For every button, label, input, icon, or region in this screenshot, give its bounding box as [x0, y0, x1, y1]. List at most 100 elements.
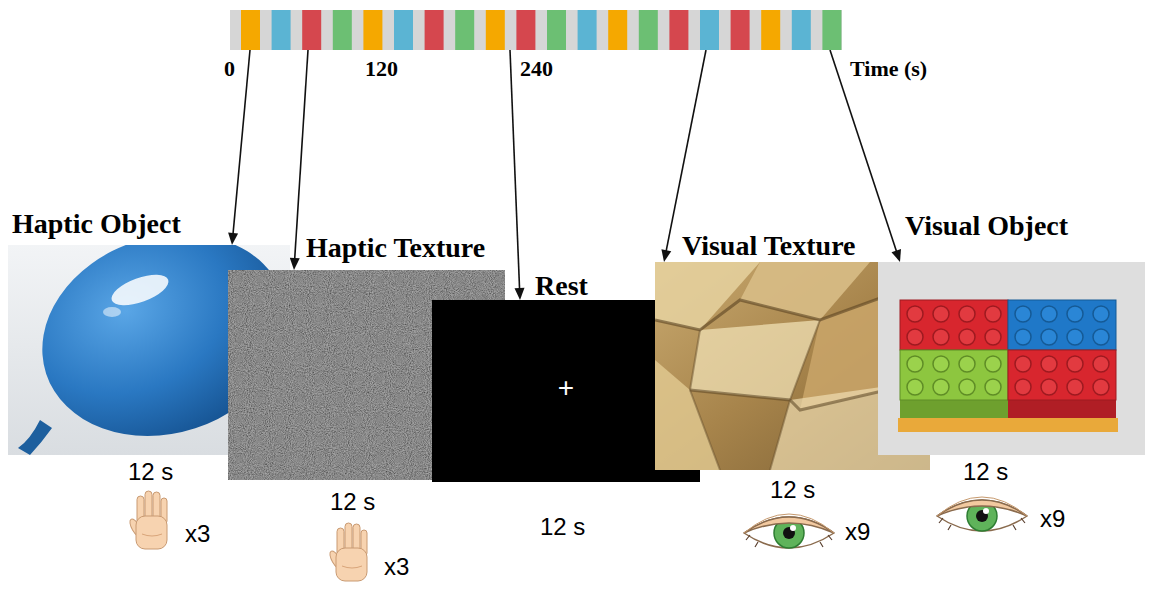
illustration-part [486, 10, 505, 50]
illustration-part [578, 10, 597, 50]
illustration-part [1015, 356, 1031, 372]
illustration-part [1041, 329, 1057, 345]
repeat-count: x9 [1040, 505, 1065, 533]
illustration-part [608, 10, 627, 50]
illustration-part [394, 10, 413, 50]
illustration-part [907, 379, 923, 395]
eye-icon [744, 514, 834, 548]
time-tick: 120 [365, 56, 398, 81]
timeline: 0120240Time (s) [230, 10, 842, 50]
illustration-part [900, 350, 1008, 400]
illustration-part [898, 418, 1118, 432]
illustration-part [230, 10, 842, 50]
repeat-count: x3 [185, 520, 210, 548]
illustration-part [959, 329, 975, 345]
condition-title: Rest [535, 270, 588, 302]
illustration-part [1093, 379, 1109, 395]
illustration-part [655, 360, 720, 470]
hand-icon [128, 491, 167, 549]
illustration-part [907, 329, 923, 345]
arrowhead [290, 258, 300, 270]
illustration-part [933, 306, 949, 322]
illustration-part [933, 329, 949, 345]
illustration-part [792, 10, 811, 50]
condition-title: Visual Object [905, 210, 1068, 242]
duration-label: 12 s [963, 458, 1008, 486]
repeat-count: x3 [384, 553, 409, 581]
illustration-part [907, 356, 1001, 395]
illustration-part [302, 10, 321, 50]
illustration-part [241, 10, 260, 50]
illustration-part [933, 356, 949, 372]
illustration-part [1008, 350, 1116, 400]
illustration-part [907, 356, 923, 372]
illustration-part [700, 10, 719, 50]
illustration-part [985, 379, 1001, 395]
illustration-part [1093, 329, 1109, 345]
illustration-part [690, 320, 820, 400]
illustration-part [985, 329, 1001, 345]
illustration-part [1041, 379, 1057, 395]
illustration-part [272, 10, 291, 50]
stimulus-panel: Visual Object12 sx9 [878, 262, 1145, 455]
illustration-part [18, 420, 52, 455]
illustration-part [455, 10, 474, 50]
illustration-part [1015, 379, 1031, 395]
illustration-part [1015, 306, 1031, 322]
hand-icon [328, 523, 367, 581]
fixation-cross: + [558, 372, 574, 404]
illustration-part [1015, 329, 1031, 345]
condition-title: Haptic Object [12, 208, 181, 240]
eye-icon [937, 497, 1027, 531]
stimulus-panel: Visual Texture12 sx9 [655, 262, 930, 470]
illustration-part [108, 268, 173, 311]
connector-line [666, 50, 706, 252]
illustration-part [1041, 356, 1057, 372]
stimulus-panel: Haptic Object12 sx3 [8, 245, 290, 455]
time-tick: 0 [224, 56, 235, 81]
axis-title: Time (s) [850, 56, 927, 81]
illustration-part [690, 330, 720, 470]
illustration-part [1067, 356, 1083, 372]
illustration-part [900, 400, 1008, 418]
arrow-connector [510, 50, 525, 300]
illustration-part [1067, 379, 1083, 395]
duration-label: 12 s [540, 513, 585, 541]
lego-photo [878, 262, 1145, 455]
illustration-part [731, 10, 750, 50]
condition-title: Haptic Texture [306, 232, 485, 264]
arrowhead [515, 288, 525, 300]
connector-line [295, 50, 308, 260]
connector-line [233, 50, 250, 235]
illustration-part [959, 379, 975, 395]
illustration-part [639, 10, 658, 50]
illustration-part [1067, 306, 1083, 322]
illustration-part [1067, 329, 1083, 345]
arrow-connector [290, 50, 308, 270]
illustration-part [959, 356, 975, 372]
illustration-part [547, 10, 566, 50]
illustration-part [985, 306, 1001, 322]
stimulus-panel: Haptic Texture12 sx3 [228, 270, 505, 480]
illustration-part [985, 356, 1001, 372]
illustration-part [933, 379, 949, 395]
illustration-part [1008, 300, 1116, 350]
illustration-part [1008, 400, 1116, 418]
arrowhead [228, 233, 238, 245]
illustration-part [516, 10, 535, 50]
illustration-part [1093, 306, 1109, 322]
illustration-part [363, 10, 382, 50]
illustration-part [333, 10, 352, 50]
rest-panel: Rest+12 s [432, 300, 700, 482]
duration-label: 12 s [770, 476, 815, 504]
illustration-part [770, 320, 820, 470]
illustration-part [878, 262, 1145, 455]
arrowhead [891, 249, 900, 262]
illustration-part [822, 10, 841, 50]
time-tick: 240 [520, 56, 553, 81]
illustration-part [669, 10, 688, 50]
duration-label: 12 s [330, 488, 375, 516]
repeat-count: x9 [845, 518, 870, 546]
illustration-part [1041, 306, 1057, 322]
